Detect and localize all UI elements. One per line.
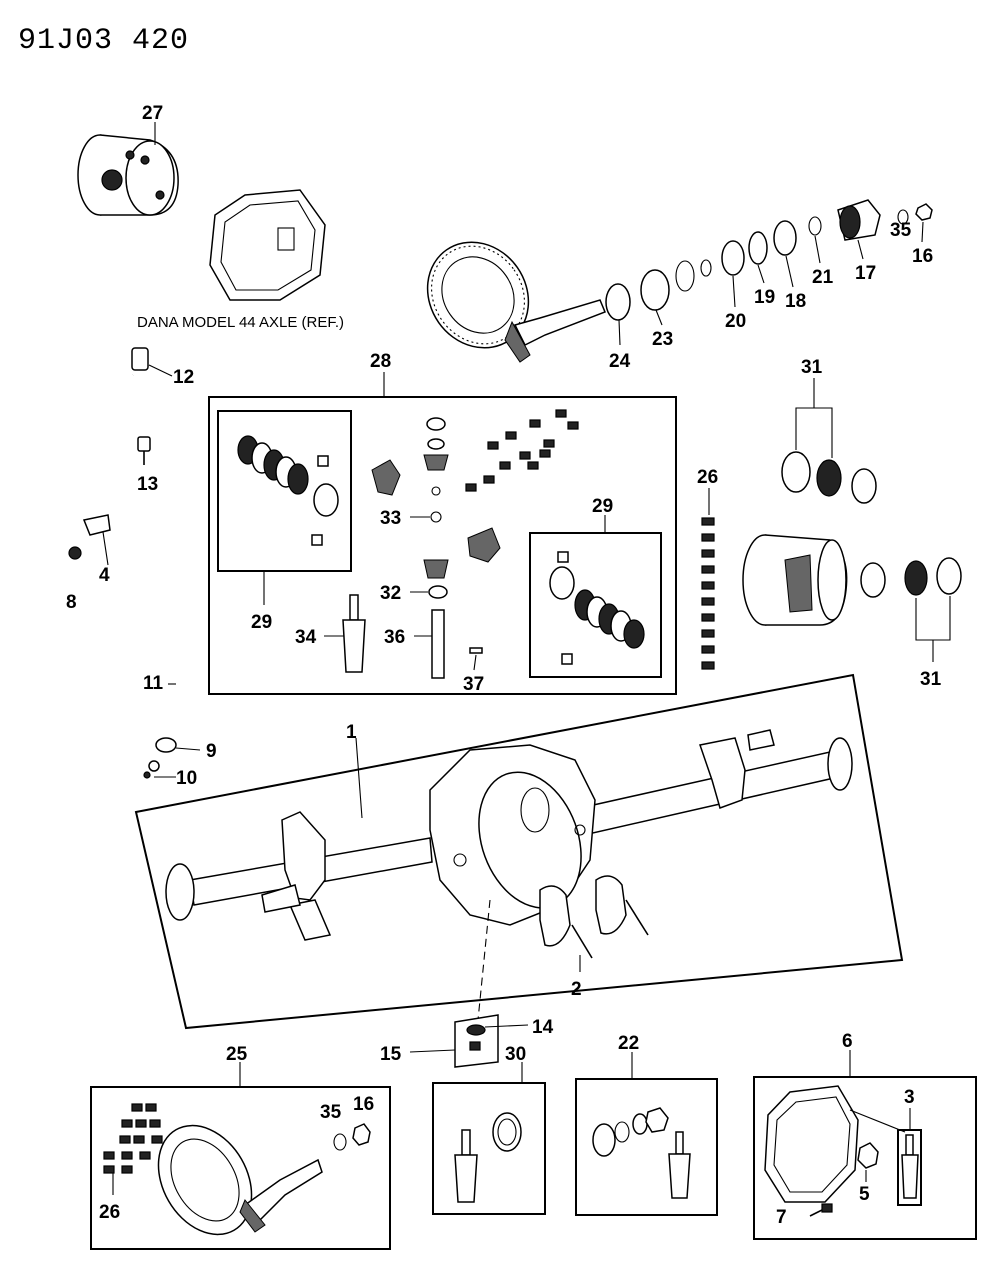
- callout-14: 14: [532, 1017, 554, 1038]
- callout-35-bottom: 35: [320, 1102, 342, 1123]
- callout-31-bottom: 31: [920, 669, 942, 690]
- spider-gears-illustration: [371, 417, 501, 679]
- kit-22-illustration: [592, 1107, 691, 1199]
- callout-1: 1: [346, 722, 357, 743]
- callout-29-right: 29: [592, 496, 613, 517]
- sealant-tube-34-illustration: [342, 594, 366, 673]
- identification-tag-illustration: [454, 1014, 499, 1068]
- kit-22-box: [575, 1078, 718, 1216]
- callout-24: 24: [609, 351, 631, 372]
- pinion-bearing-stack-illustration: [605, 199, 933, 321]
- kit-29-left-box: [217, 410, 352, 572]
- callout-16-top: 16: [912, 246, 933, 267]
- callout-36: 36: [384, 627, 405, 648]
- callout-32: 32: [380, 583, 401, 604]
- callout-11: 11: [143, 673, 164, 694]
- callout-13: 13: [137, 474, 158, 495]
- callout-30: 30: [505, 1044, 526, 1065]
- callout-27: 27: [142, 103, 163, 124]
- callout-15: 15: [380, 1044, 402, 1065]
- callout-35-top: 35: [890, 220, 912, 241]
- kit-30-box: [432, 1082, 546, 1215]
- callout-26-bottom: 26: [99, 1202, 120, 1223]
- callout-18: 18: [785, 291, 806, 312]
- callout-31-top: 31: [801, 357, 823, 378]
- callout-8: 8: [66, 592, 77, 613]
- callout-12: 12: [173, 367, 194, 388]
- clutch-pack-left-illustration: [237, 435, 339, 546]
- clutch-pack-right-illustration: [549, 551, 645, 665]
- axle-housing-illustration: [165, 729, 853, 959]
- kit-29-right-box: [529, 532, 662, 678]
- callout-16-bottom: 16: [353, 1094, 374, 1115]
- callout-20: 20: [725, 311, 746, 332]
- differential-case-illustration: [77, 134, 179, 216]
- callout-6: 6: [842, 1031, 853, 1052]
- callout-2: 2: [571, 979, 582, 1000]
- callout-7: 7: [776, 1207, 787, 1228]
- callout-5: 5: [859, 1184, 870, 1205]
- callout-9: 9: [206, 741, 217, 762]
- callout-25: 25: [226, 1044, 248, 1065]
- bolt-column-26-illustration: [701, 517, 715, 670]
- axle-cover-reference-illustration: [209, 189, 326, 301]
- kit-30-illustration: [454, 1112, 522, 1203]
- carrier-bearing-upper-illustration: [781, 451, 877, 504]
- callout-22: 22: [618, 1033, 639, 1054]
- ring-and-pinion-illustration: [426, 241, 606, 363]
- callout-26-column: 26: [697, 467, 718, 488]
- callout-17: 17: [855, 263, 876, 284]
- callout-29-left: 29: [251, 612, 272, 633]
- ring-pinion-kit-illustration: [103, 1103, 371, 1236]
- cover-kit-illustration: [764, 1085, 922, 1217]
- callout-19: 19: [754, 287, 775, 308]
- kit-6-box: [753, 1076, 977, 1240]
- callout-21: 21: [812, 267, 834, 288]
- carrier-case-illustration: [742, 534, 962, 626]
- callout-23: 23: [652, 329, 673, 350]
- reference-note: DANA MODEL 44 AXLE (REF.): [137, 314, 344, 331]
- diagram-code: 91J03 420: [18, 24, 189, 58]
- callout-28: 28: [370, 351, 391, 372]
- callout-33: 33: [380, 508, 401, 529]
- axle-housing-box: [134, 673, 904, 1030]
- callout-3: 3: [904, 1087, 915, 1108]
- ring-gear-bolts-illustration: [465, 409, 579, 492]
- callout-10: 10: [176, 768, 197, 789]
- callout-34: 34: [295, 627, 317, 648]
- callout-4: 4: [99, 565, 110, 586]
- kit-28-box: [208, 396, 677, 695]
- callout-37: 37: [463, 674, 484, 695]
- vent-tube-illustration: [68, 347, 181, 779]
